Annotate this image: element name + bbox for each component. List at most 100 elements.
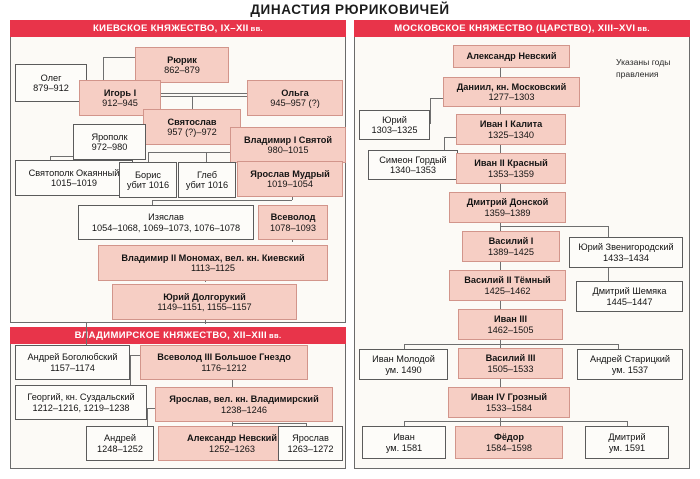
node-vsevolod-iii[interactable]: Всеволод III Большое Гнездо 1176–1212: [140, 345, 308, 380]
node-name: Владимир I Святой: [244, 134, 332, 145]
connector: [500, 184, 501, 193]
node-name: Дмитрий Шемяка: [592, 286, 667, 297]
connector: [103, 57, 135, 58]
node-olga[interactable]: Ольга 945–957 (?): [247, 80, 343, 116]
node-boris[interactable]: Борис убит 1016: [119, 162, 177, 198]
marriage-connector: [160, 96, 248, 97]
node-name: Ярослав: [292, 433, 329, 444]
node-georgy-suzdalsky[interactable]: Георгий, кн. Суздальский 1212–1216, 1219…: [15, 385, 147, 420]
node-years: 879–912: [33, 83, 69, 93]
node-years: 1113–1125: [191, 263, 235, 273]
node-years: 1505–1533: [487, 363, 534, 374]
node-gleb[interactable]: Глеб убит 1016: [178, 162, 236, 198]
node-name: Василий III: [485, 353, 536, 364]
node-ivan[interactable]: Иван ум. 1581: [362, 426, 446, 459]
node-years: 862–879: [164, 65, 200, 75]
connector: [232, 380, 233, 387]
node-name: Ярополк: [91, 131, 128, 142]
node-dmitry-shemyaka[interactable]: Дмитрий Шемяка 1445–1447: [576, 281, 683, 312]
node-name: Василий I: [488, 236, 534, 247]
node-dmitry-donskoy[interactable]: Дмитрий Донской 1359–1389: [449, 192, 566, 223]
node-years: 1263–1272: [287, 443, 334, 454]
node-vladimir-i[interactable]: Владимир I Святой 980–1015: [230, 127, 346, 163]
node-name: Юрий Звенигородский: [578, 242, 674, 253]
node-dmitry[interactable]: Дмитрий ум. 1591: [585, 426, 669, 459]
node-years: 1238–1246: [221, 404, 267, 415]
node-years: 972–980: [91, 142, 128, 152]
node-vasily-i[interactable]: Василий I 1389–1425: [462, 231, 560, 262]
node-andrey[interactable]: Андрей 1248–1252: [86, 426, 154, 461]
node-vasily-ii-temny[interactable]: Василий II Тёмный 1425–1462: [449, 270, 566, 301]
node-izyaslav[interactable]: Изяслав 1054–1068, 1069–1073, 1076–1078: [78, 205, 254, 240]
node-ivan-ii-krasny[interactable]: Иван II Красный 1353–1359: [456, 153, 566, 184]
connector: [500, 145, 501, 154]
node-years: 1359–1389: [484, 207, 531, 218]
node-years: ум. 1591: [608, 442, 646, 453]
node-name: Фёдор: [493, 432, 524, 443]
node-years: 1277–1303: [488, 92, 535, 102]
node-vsevolod[interactable]: Всеволод 1078–1093: [258, 205, 328, 240]
node-years: ум. 1537: [611, 364, 649, 375]
node-ivan-i-kalita[interactable]: Иван I Калита 1325–1340: [456, 114, 566, 145]
node-yuri[interactable]: Юрий 1303–1325: [359, 110, 430, 140]
node-name: Юрий Долгорукий: [163, 291, 246, 302]
connector: [500, 226, 608, 227]
node-years: 1149–1151, 1155–1157: [157, 302, 252, 312]
connector: [86, 322, 205, 323]
connector: [148, 152, 272, 153]
node-rurik[interactable]: Рюрик 862–879: [135, 47, 229, 83]
node-yuri-dolgoruky[interactable]: Юрий Долгорукий 1149–1151, 1155–1157: [112, 284, 297, 320]
connector: [500, 68, 501, 78]
connector: [500, 421, 627, 422]
node-yaroslav-mudry[interactable]: Ярослав Мудрый 1019–1054: [237, 161, 343, 197]
node-svyatoslav[interactable]: Святослав 957 (?)–972: [143, 109, 241, 145]
node-andrey-bogolyubsky[interactable]: Андрей Боголюбский 1157–1174: [15, 345, 130, 380]
connector: [103, 57, 104, 81]
connector: [608, 268, 609, 282]
node-name: Иван II Красный: [474, 158, 548, 169]
node-fyodor[interactable]: Фёдор 1584–1598: [455, 426, 563, 459]
connector: [500, 344, 618, 345]
node-name: Александр Невский: [187, 433, 277, 444]
node-ivan-iv-grozny[interactable]: Иван IV Грозный 1533–1584: [448, 387, 570, 418]
node-name: Ярослав Мудрый: [250, 168, 330, 179]
node-name: Александр Невский: [466, 51, 557, 62]
connector: [192, 96, 193, 110]
connector: [500, 262, 501, 271]
connector: [444, 137, 456, 138]
legend-note-line2: правления: [616, 68, 659, 79]
node-years: 1584–1598: [486, 442, 532, 453]
connector: [152, 200, 153, 208]
node-years: 1176–1212: [201, 362, 247, 373]
connector: [430, 98, 431, 124]
node-vasily-iii[interactable]: Василий III 1505–1533: [458, 348, 563, 379]
node-ivan-molodoy[interactable]: Иван Молодой ум. 1490: [359, 349, 448, 380]
node-years: 1389–1425: [488, 246, 534, 257]
connector: [148, 152, 149, 162]
node-ivan-iii[interactable]: Иван III 1462–1505: [458, 309, 563, 340]
node-name: Даниил, кн. Московский: [456, 81, 567, 92]
node-svyatopolk[interactable]: Святополк Окаянный 1015–1019: [15, 160, 133, 196]
node-andrey-staritsky[interactable]: Андрей Старицкий ум. 1537: [577, 349, 683, 380]
header-moscow-suffix: вв.: [637, 24, 650, 33]
node-name: Дмитрий Донской: [466, 197, 549, 208]
node-years: 1157–1174: [50, 362, 95, 373]
node-vladimir-ii-monomakh[interactable]: Владимир II Мономах, вел. кн. Киевский 1…: [98, 245, 328, 281]
node-simeon-gordy[interactable]: Симеон Гордый 1340–1353: [368, 150, 458, 180]
node-yaroslav-vladimirsky[interactable]: Ярослав, вел. кн. Владимирский 1238–1246: [155, 387, 333, 422]
node-yaroslav[interactable]: Ярослав 1263–1272: [278, 426, 343, 461]
node-years: 1303–1325: [371, 125, 418, 135]
node-alexander-nevsky[interactable]: Александр Невский: [453, 45, 570, 68]
header-kiev-suffix: вв.: [250, 24, 263, 33]
node-yaropolk[interactable]: Ярополк 972–980: [73, 124, 146, 160]
node-years: ум. 1490: [385, 364, 422, 375]
connector: [232, 420, 233, 431]
node-years: ум. 1581: [385, 442, 423, 453]
connector: [130, 355, 140, 356]
connector: [500, 418, 501, 429]
node-yuri-zvenigorodsky[interactable]: Юрий Звенигородский 1433–1434: [569, 237, 683, 268]
node-years: 1325–1340: [488, 129, 534, 140]
node-daniil-moskovsky[interactable]: Даниил, кн. Московский 1277–1303: [443, 77, 580, 107]
node-name: Всеволод III Большое Гнездо: [157, 352, 291, 363]
node-oleg[interactable]: Олег 879–912: [15, 64, 87, 102]
